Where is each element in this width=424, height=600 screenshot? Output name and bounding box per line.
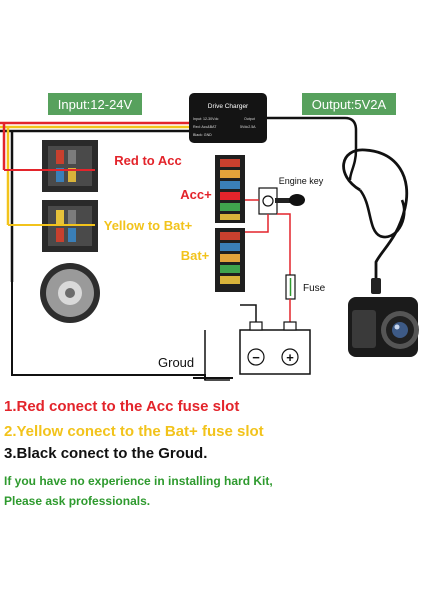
battery [239,321,311,375]
charger-input-spec: Input: 12-30Vdc [193,117,219,121]
battery-negative-wire [240,304,257,322]
red-to-acc-label: Red to Acc [114,153,181,168]
coiled-cable-loop [358,189,406,239]
battery-plus-symbol: + [286,350,294,365]
usb-plug [371,278,381,294]
acc-plus-label: Acc+ [180,187,212,202]
yellow-to-bat-label: Yellow to Bat+ [104,218,193,233]
engine-key-label: Engine key [279,176,324,186]
battery-minus-symbol: − [252,350,260,365]
key-icon [275,194,305,206]
ground-symbol [193,330,233,379]
output-tag [302,93,396,115]
bat-plus-label: Bat+ [181,248,210,263]
instruction-2: 2.Yellow conect to the Bat+ fuse slot [4,423,264,440]
fuse-feed-wire [277,213,291,275]
charger-red-spec: Red: Acc&BAT [193,125,217,129]
charger-output-label: Output [244,117,255,121]
input-tag [48,93,142,115]
charger-output-spec: 5Vdc2.5A [240,125,256,129]
ground-bolt-photo [40,263,100,323]
charger-title: Drive Charger [208,103,249,110]
switch-circuit-wire [245,214,269,233]
fuse-label: Fuse [303,283,326,294]
ground-label: Groud [158,355,194,370]
output-cable [267,116,358,181]
note-line-1: If you have no experience in installing … [4,474,273,488]
ignition-lock [262,195,274,207]
dash-camera [348,297,419,357]
bat-fuse-block [215,228,245,292]
input-label: Input:12-24V [58,97,133,112]
output-label: Output:5V2A [312,97,387,112]
note-line-2: Please ask professionals. [4,494,151,508]
instruction-3: 3.Black conect to the Groud. [4,445,208,462]
acc-fuse-block [215,155,245,223]
instruction-1: 1.Red conect to the Acc fuse slot [4,398,240,415]
drive-charger-box [189,93,267,143]
fuse-box-photo-top [42,140,98,192]
coiled-cable [342,148,409,280]
charger-black-spec: Black: GND [193,133,212,137]
